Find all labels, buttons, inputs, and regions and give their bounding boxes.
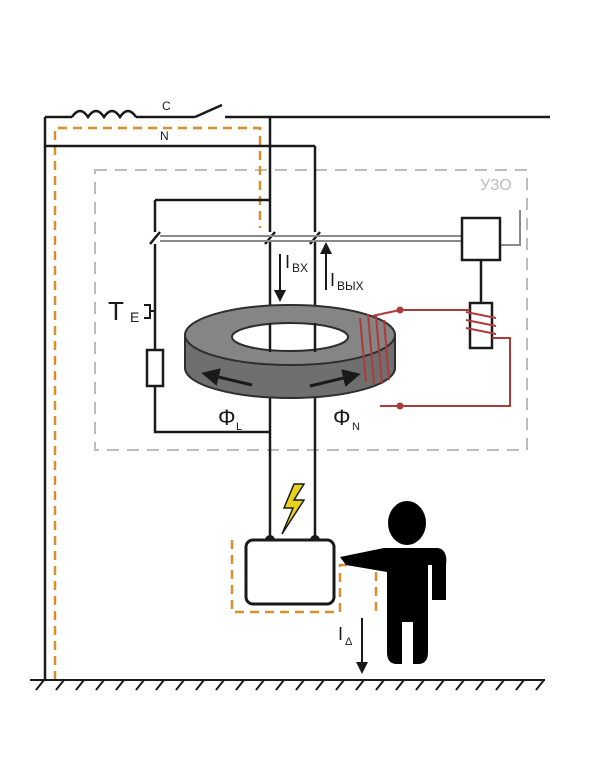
neutral-label: N	[160, 129, 169, 143]
release-mechanism-rod	[160, 210, 521, 246]
current-out-sub: ВЫХ	[337, 279, 364, 293]
relay-coil-winding	[465, 311, 497, 335]
test-button-sub: E	[130, 309, 139, 325]
rcd-contacts	[149, 231, 321, 245]
leak-current-sub: Δ	[345, 636, 353, 648]
rcd-label: УЗО	[480, 177, 512, 194]
secondary-winding	[359, 313, 390, 385]
current-out-label: I	[330, 270, 335, 290]
ground	[30, 679, 545, 691]
trip-relay	[460, 216, 502, 262]
test-button-label: T	[108, 296, 124, 326]
flux-n-label: Φ	[333, 405, 351, 430]
protective-earth-conductor	[53, 126, 378, 680]
current-arrows	[274, 242, 368, 674]
current-in-sub: BX	[292, 261, 308, 275]
rcd-enclosure	[94, 169, 528, 451]
phase-label: C	[162, 99, 171, 113]
flux-l-label: Φ	[218, 405, 236, 430]
core-pass-through	[268, 323, 317, 352]
flux-arrows	[201, 368, 361, 388]
flux-l-sub: L	[236, 421, 242, 433]
test-button-icon	[144, 304, 155, 319]
leak-current-label: I	[338, 624, 343, 644]
person-icon	[340, 501, 447, 664]
current-in-label: I	[285, 252, 290, 272]
phase-coil	[70, 109, 138, 120]
fault-lightning-icon	[281, 483, 306, 535]
appliance	[244, 538, 336, 606]
main-switch	[194, 103, 223, 119]
test-resistor	[145, 348, 165, 388]
flux-n-sub: N	[352, 421, 360, 433]
